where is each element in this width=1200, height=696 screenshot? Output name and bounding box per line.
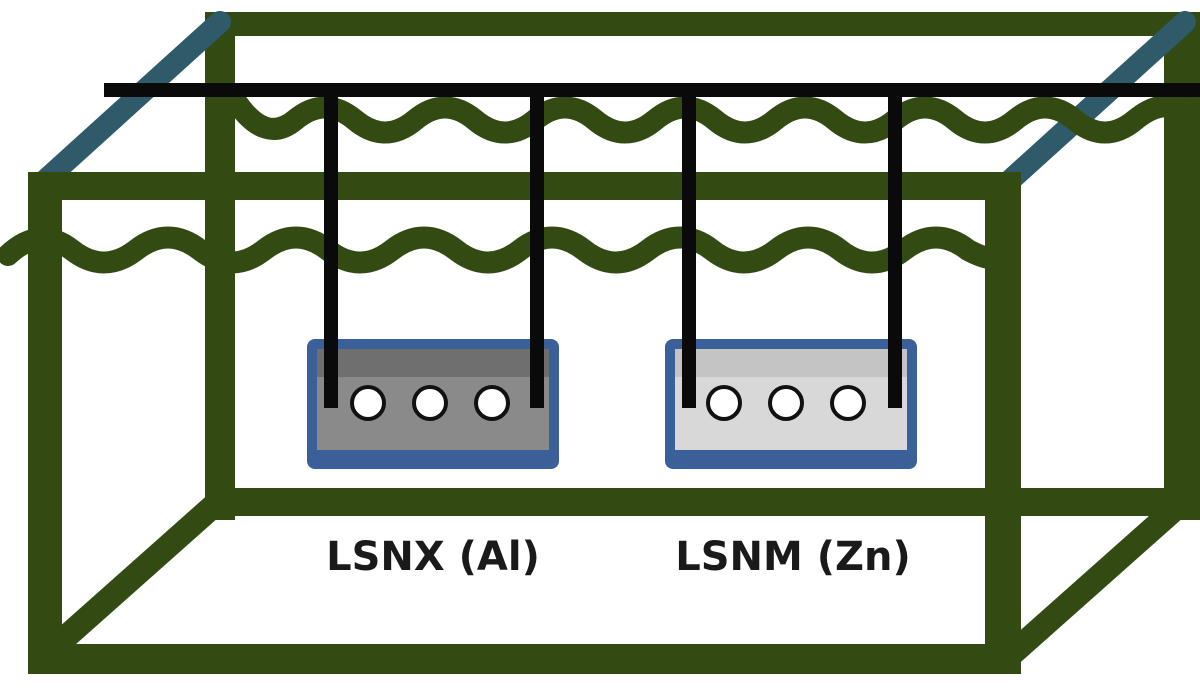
- sample-plate-lsnx-bottom-band: [317, 450, 549, 460]
- depth-edge-bottom-right: [993, 488, 1197, 672]
- sample-holder-lsnm: [665, 90, 917, 469]
- depth-edge-top-left: [29, 11, 231, 196]
- hanging-wire-lsnm-right: [888, 90, 902, 408]
- back-frame-top-edge: [205, 12, 1190, 36]
- sample-plate-lsnm-bottom-band: [675, 450, 907, 460]
- sample-holder-lsnx: [307, 90, 559, 469]
- hanging-wire-lsnm-left: [682, 90, 696, 408]
- sample-plate-lsnm-top-band: [675, 349, 907, 377]
- sample-hole: [706, 385, 742, 421]
- hanging-wire-lsnx-left: [324, 90, 338, 408]
- depth-edge-bottom-left: [28, 488, 232, 672]
- heating-coil-front: [0, 226, 1016, 274]
- sample-label-lsnx: LSNX (Al): [326, 534, 540, 580]
- front-frame-left-post: [28, 172, 62, 672]
- sample-hole: [474, 385, 510, 421]
- depth-edges: [28, 11, 1197, 672]
- sample-plate-lsnx-top-band: [317, 349, 549, 377]
- sample-hole: [830, 385, 866, 421]
- sample-hole: [412, 385, 448, 421]
- hanging-rod: [104, 83, 1200, 97]
- front-frame-top-edge: [28, 172, 1020, 200]
- sample-label-lsnm: LSNM (Zn): [675, 534, 911, 580]
- back-frame-bottom-edge: [205, 488, 1200, 516]
- front-frame-right-post: [985, 172, 1021, 672]
- hanging-wire-lsnx-right: [530, 90, 544, 408]
- depth-edge-top-right: [994, 11, 1196, 196]
- heating-coil-back: [224, 89, 1200, 144]
- front-frame-bottom-edge: [28, 644, 1021, 674]
- sample-hole: [350, 385, 386, 421]
- sample-hole: [768, 385, 804, 421]
